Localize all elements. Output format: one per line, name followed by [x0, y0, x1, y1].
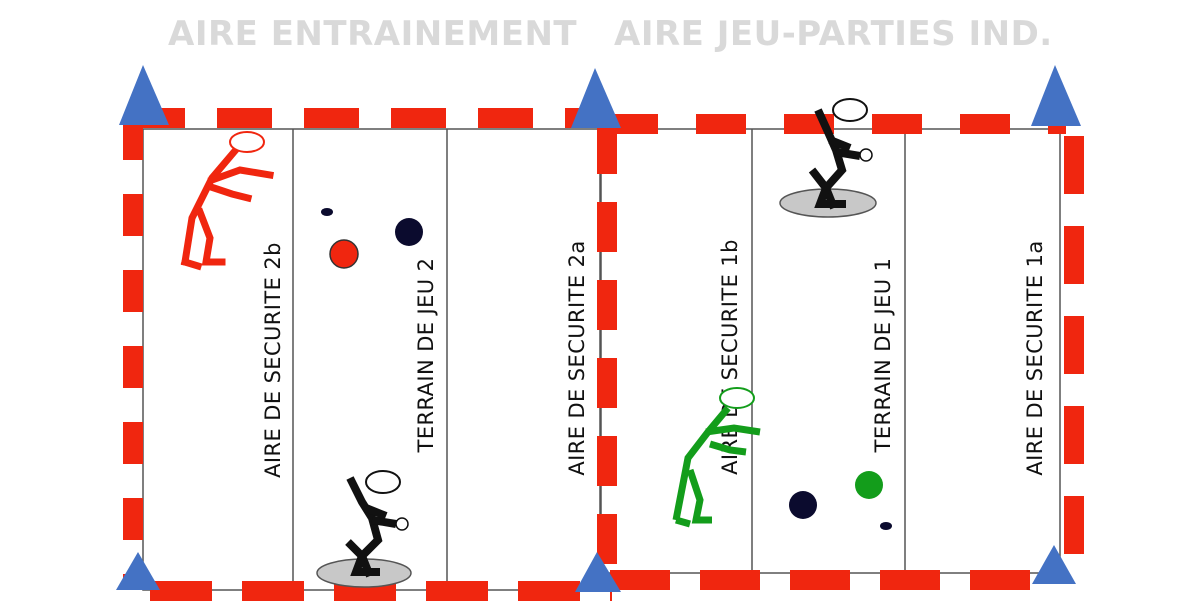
player-icon: [779, 98, 877, 218]
boule-icon: [329, 239, 359, 269]
zone-label-safety-1a: AIRE DE SECURITE 1a: [1023, 240, 1047, 475]
play-area-border: [597, 114, 1084, 590]
boule-icon: [789, 491, 817, 519]
cochonnet-icon: [321, 208, 333, 216]
cone-icon: [1031, 65, 1081, 126]
training-area-border: [123, 108, 612, 601]
zone-label-field-2: TERRAIN DE JEU 2: [414, 258, 438, 454]
header-training-area: AIRE ENTRAINEMENT: [168, 14, 578, 54]
cochonnet-icon: [880, 522, 892, 530]
cone-icon: [571, 68, 621, 128]
player-icon: [316, 470, 412, 588]
cone-icon: [1032, 545, 1076, 584]
zone-label-safety-1b: AIRE DE SECURITE 1b: [718, 239, 742, 475]
cone-icon: [119, 65, 169, 125]
zone-label-field-1: TERRAIN DE JEU 1: [871, 258, 895, 454]
cone-icon: [575, 552, 621, 592]
boule-icon: [855, 471, 883, 499]
zone-label-safety-2b: AIRE DE SECURITE 2b: [261, 242, 285, 478]
header-play-area: AIRE JEU-PARTIES IND.: [614, 14, 1053, 54]
zone-label-safety-2a: AIRE DE SECURITE 2a: [565, 240, 589, 475]
boule-icon: [395, 218, 423, 246]
cone-icon: [116, 552, 160, 590]
player-icon: [180, 131, 275, 271]
player-icon: [672, 387, 761, 528]
